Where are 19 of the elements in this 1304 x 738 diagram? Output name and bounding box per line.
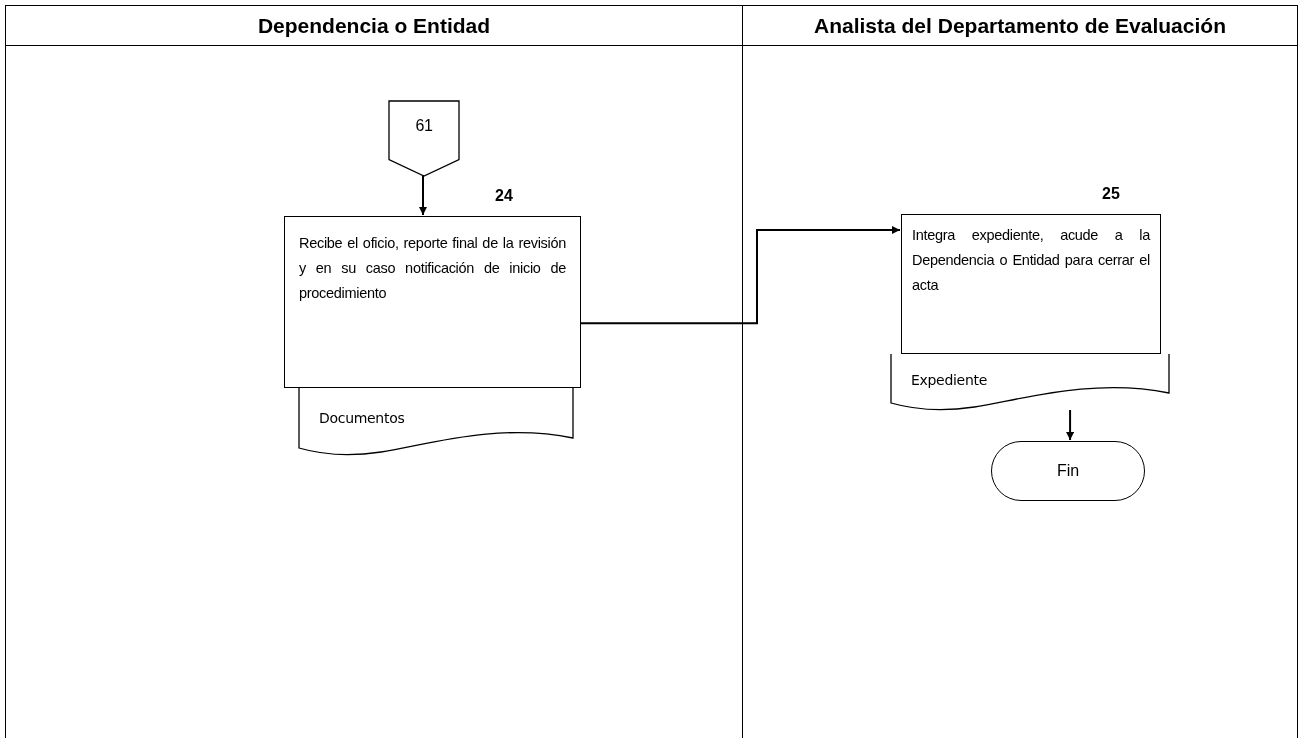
step-number: 24 xyxy=(495,187,513,205)
lane-title: Dependencia o Entidad xyxy=(257,13,491,38)
arrow xyxy=(1066,409,1075,441)
terminator-label: Fin xyxy=(1056,462,1080,480)
swimlane xyxy=(5,5,743,738)
step-number: 25 xyxy=(1102,185,1120,203)
arrow xyxy=(579,226,901,325)
step-description: Recibe el oficio, reporte final de la revisión y en su caso notificación de inicio de procedimiento xyxy=(299,234,566,303)
arrow xyxy=(419,174,427,216)
lane-title: Analista del Departamento de Evaluación xyxy=(814,13,1226,38)
terminator xyxy=(991,441,1145,501)
connector-number: 61 xyxy=(414,116,434,136)
swimlane xyxy=(742,5,1298,738)
document-label: Documentos xyxy=(319,409,405,428)
document-label: Expediente xyxy=(911,371,987,390)
off-page-connector xyxy=(389,101,459,176)
document-shape xyxy=(891,354,1169,411)
document-shape xyxy=(299,388,573,456)
step-description: Integra expediente, acude a la Dependencia o Entidad para cerrar el acta xyxy=(912,226,1150,295)
